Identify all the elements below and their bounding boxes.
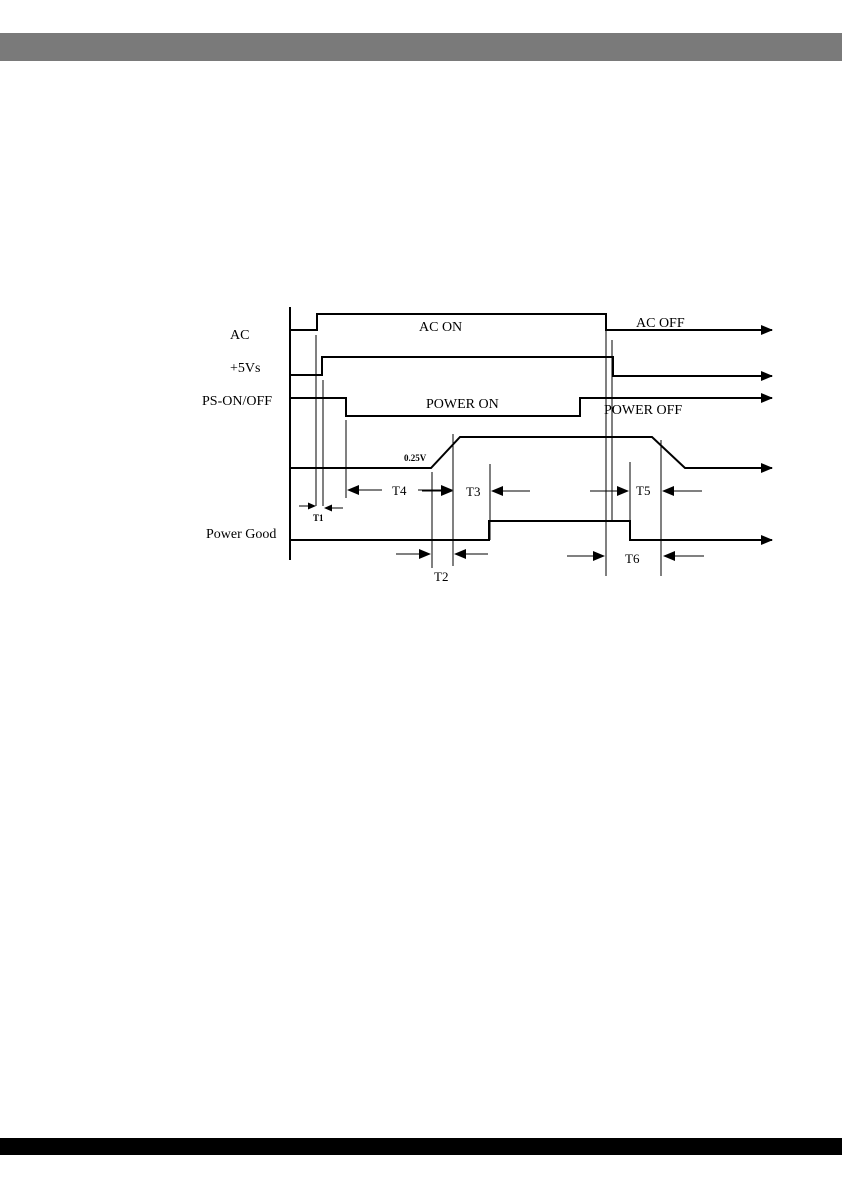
timing-label-t1: T1 (313, 513, 324, 523)
timing-label-t3: T3 (466, 484, 480, 499)
state-label-ac-off: AC OFF (636, 316, 685, 331)
header-bar (0, 33, 842, 61)
timing-label-t2: T2 (434, 569, 448, 584)
state-label-power-on: POWER ON (426, 397, 499, 412)
state-label-ac-on: AC ON (419, 320, 462, 335)
signal-label-ac: AC (230, 328, 249, 343)
threshold-label: 0.25V (404, 453, 427, 463)
state-label-power-off: POWER OFF (604, 403, 682, 418)
signal-label-power-good: Power Good (206, 527, 276, 542)
signal-label-ps-on-off: PS-ON/OFF (202, 394, 272, 409)
signal-label-5vs: +5Vs (230, 361, 260, 376)
footer-bar (0, 1138, 842, 1155)
waveform-power-good (290, 520, 773, 545)
waveform-ps-on-off (290, 393, 773, 417)
timing-label-t5: T5 (636, 483, 650, 498)
waveform-ac (290, 313, 773, 335)
timing-label-t4: T4 (392, 483, 407, 498)
timing-label-t6: T6 (625, 551, 640, 566)
waveform-5vs (290, 356, 773, 381)
waveform-dc-output (290, 436, 773, 473)
